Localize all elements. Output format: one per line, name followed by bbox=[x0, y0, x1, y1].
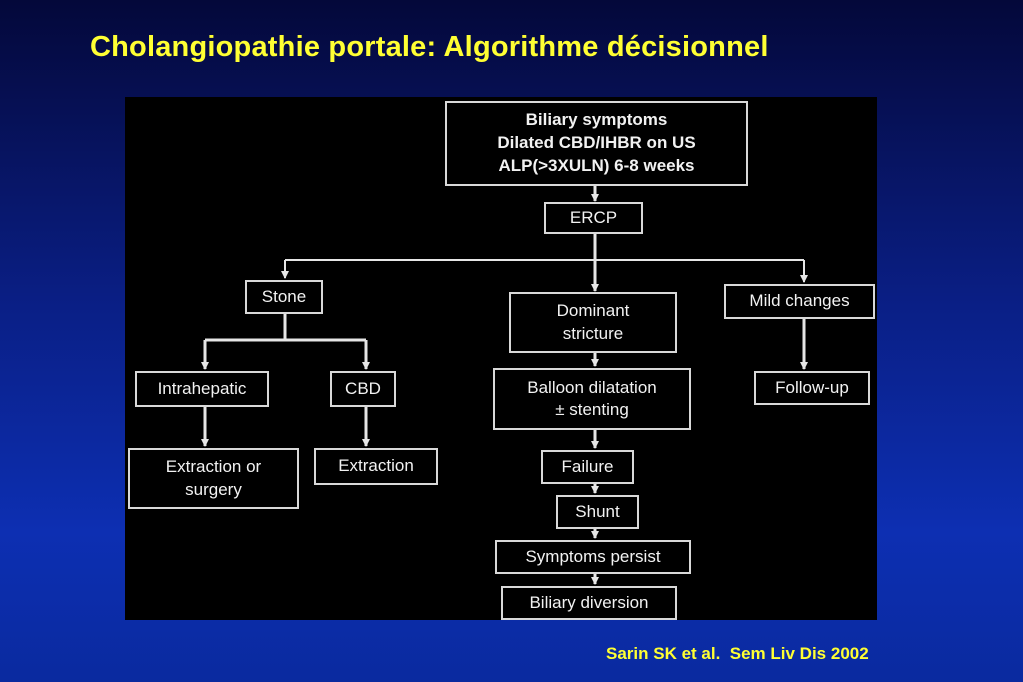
node-balloon-dilatation: Balloon dilatation ± stenting bbox=[493, 368, 691, 430]
node-stone: Stone bbox=[245, 280, 323, 314]
slide-title: Cholangiopathie portale: Algorithme déci… bbox=[90, 31, 769, 63]
node-dominant-stricture: Dominant stricture bbox=[509, 292, 677, 353]
node-failure: Failure bbox=[541, 450, 634, 484]
node-follow-up: Follow-up bbox=[754, 371, 870, 405]
citation-text: Sarin SK et al. Sem Liv Dis 2002 bbox=[606, 644, 869, 663]
node-extraction: Extraction bbox=[314, 448, 438, 485]
node-biliary-diversion: Biliary diversion bbox=[501, 586, 677, 620]
node-mild-changes: Mild changes bbox=[724, 284, 875, 319]
node-biliary-symptoms: Biliary symptoms Dilated CBD/IHBR on US … bbox=[445, 101, 748, 186]
node-ercp: ERCP bbox=[544, 202, 643, 234]
node-symptoms-persist: Symptoms persist bbox=[495, 540, 691, 574]
node-shunt: Shunt bbox=[556, 495, 639, 529]
node-extraction-or-surgery: Extraction or surgery bbox=[128, 448, 299, 509]
node-cbd: CBD bbox=[330, 371, 396, 407]
flowchart-panel: Biliary symptoms Dilated CBD/IHBR on US … bbox=[125, 97, 877, 620]
flowchart-connectors bbox=[201, 185, 808, 585]
node-intrahepatic: Intrahepatic bbox=[135, 371, 269, 407]
